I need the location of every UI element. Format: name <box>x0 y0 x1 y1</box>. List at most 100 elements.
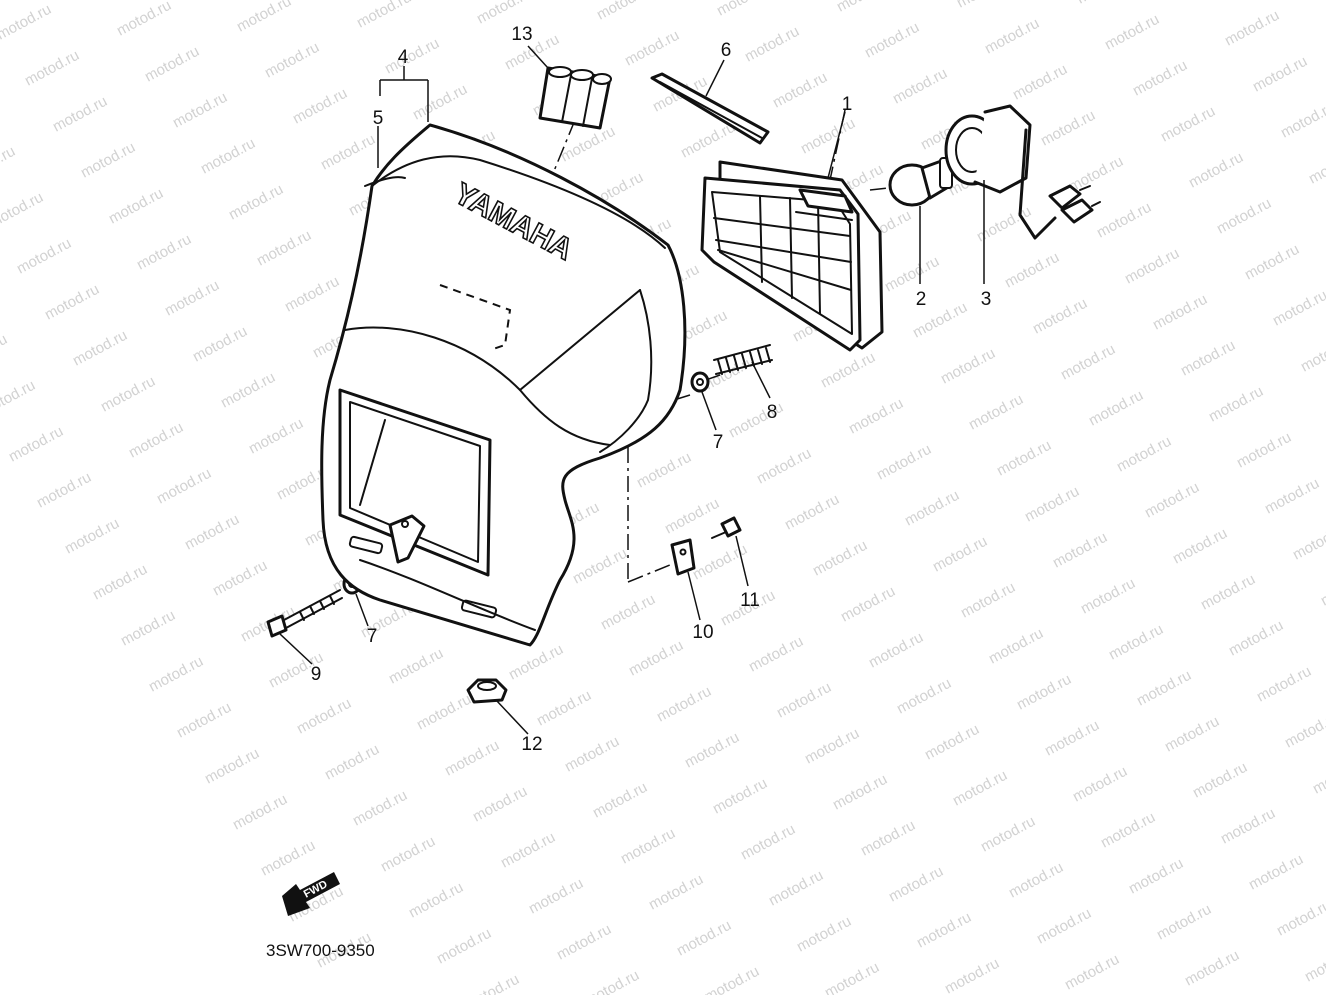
headlight-lens-grid <box>713 195 853 315</box>
watermark-text: motod.ru <box>1306 145 1326 188</box>
watermark-text: motod.ru <box>1290 521 1326 564</box>
watermark-text: motod.ru <box>62 515 122 558</box>
watermark-text: motod.ru <box>1058 341 1118 384</box>
part-11-screw <box>711 516 742 539</box>
watermark-text: motod.ru <box>22 47 82 90</box>
watermark-text: motod.ru <box>558 123 618 166</box>
part-10-nut-plate <box>670 538 696 576</box>
callout-9: 9 <box>311 664 322 685</box>
watermark-text: motod.ru <box>42 281 102 324</box>
watermark-text: motod.ru <box>838 583 898 626</box>
watermark-text: motod.ru <box>1126 855 1186 898</box>
watermark-text: motod.ru <box>410 81 470 124</box>
watermark-text: motod.ru <box>1218 805 1278 848</box>
watermark-text: motod.ru <box>862 19 922 62</box>
watermark-text: motod.ru <box>198 135 258 178</box>
watermark-text: motod.ru <box>654 683 714 726</box>
watermark-text: motod.ru <box>382 35 442 78</box>
watermark-text: motod.ru <box>594 0 654 24</box>
watermark-text: motod.ru <box>202 745 262 788</box>
watermark-text: motod.ru <box>6 423 66 466</box>
watermark-text: motod.ru <box>1158 103 1218 146</box>
watermark-text: motod.ru <box>442 737 502 780</box>
watermark-text: motod.ru <box>190 323 250 366</box>
callout-3: 3 <box>981 289 992 310</box>
watermark-text: motod.ru <box>1078 575 1138 618</box>
watermark-text: motod.ru <box>1102 11 1162 54</box>
watermark-text: motod.ru <box>1022 483 1082 526</box>
watermark-text: motod.ru <box>162 277 222 320</box>
watermark-text: motod.ru <box>318 131 378 174</box>
watermark-text: motod.ru <box>982 15 1042 58</box>
watermark-text: motod.ru <box>106 185 166 228</box>
watermark-text: motod.ru <box>1034 905 1094 948</box>
watermark-text: motod.ru <box>534 687 594 730</box>
watermark-text: motod.ru <box>1150 291 1210 334</box>
watermark-text: motod.ru <box>1162 713 1222 756</box>
watermark-text: motod.ru <box>966 391 1026 434</box>
part-6-seal-strip <box>650 72 770 145</box>
watermark-text: motod.ru <box>406 879 466 922</box>
watermark-text: motod.ru <box>470 783 530 826</box>
watermark-text: motod.ru <box>1010 61 1070 104</box>
watermark-text: motod.ru <box>930 533 990 576</box>
watermark-text: motod.ru <box>174 699 234 742</box>
watermark-text: motod.ru <box>886 863 946 906</box>
watermark-text: motod.ru <box>0 1 54 44</box>
watermark-text: motod.ru <box>986 625 1046 668</box>
watermark-text: motod.ru <box>154 465 214 508</box>
watermark-text: motod.ru <box>902 487 962 530</box>
watermark-text: motod.ru <box>354 0 414 32</box>
watermark-text: motod.ru <box>1006 859 1066 902</box>
watermark-text: motod.ru <box>582 967 642 995</box>
part-7-collar-upper <box>690 371 710 393</box>
watermark-text: motod.ru <box>1086 387 1146 430</box>
watermark-text: motod.ru <box>634 449 694 492</box>
watermark-text: motod.ru <box>434 925 494 968</box>
watermark-text: motod.ru <box>822 959 882 995</box>
watermark-text: motod.ru <box>1042 717 1102 760</box>
watermark-text: motod.ru <box>1178 337 1238 380</box>
watermark-text: motod.ru <box>858 817 918 860</box>
watermark-text: motod.ru <box>126 419 186 462</box>
watermark-text: motod.ru <box>590 779 650 822</box>
watermark-text: motod.ru <box>1222 7 1282 50</box>
watermark-text: motod.ru <box>1182 947 1242 990</box>
watermark-text: motod.ru <box>0 189 46 232</box>
watermark-text: motod.ru <box>90 561 150 604</box>
watermark-text: motod.ru <box>1114 433 1174 476</box>
watermark-text: motod.ru <box>1030 295 1090 338</box>
watermark-text: motod.ru <box>210 557 270 600</box>
watermark-text: motod.ru <box>230 791 290 834</box>
watermark-text: motod.ru <box>622 27 682 70</box>
callout-10: 10 <box>692 622 713 643</box>
watermark-text: motod.ru <box>1214 195 1274 238</box>
watermark-text: motod.ru <box>1142 479 1202 522</box>
watermark-text: motod.ru <box>234 0 294 36</box>
watermark-text: motod.ru <box>662 495 722 538</box>
watermark-text: motod.ru <box>1310 755 1326 798</box>
diagram-code: 3SW700-9350 <box>266 941 375 960</box>
watermark-text: motod.ru <box>830 771 890 814</box>
watermark-text: motod.ru <box>1254 663 1314 706</box>
watermark-text: motod.ru <box>282 273 342 316</box>
watermark-text: motod.ru <box>770 69 830 112</box>
watermark-text: motod.ru <box>1014 671 1074 714</box>
watermark-text: motod.ru <box>782 491 842 534</box>
watermark-text: motod.ru <box>78 139 138 182</box>
watermark-text: motod.ru <box>1098 809 1158 852</box>
watermark-text: motod.ru <box>818 349 878 392</box>
callout-4: 4 <box>398 47 409 68</box>
watermark-text: motod.ru <box>462 971 522 995</box>
watermark-text: motod.ru <box>0 143 18 186</box>
watermark-text: motod.ru <box>1062 951 1122 994</box>
watermark-text: motod.ru <box>1274 897 1326 940</box>
watermark-text: motod.ru <box>218 369 278 412</box>
watermark-text: motod.ru <box>894 675 954 718</box>
watermark-text: motod.ru <box>1038 107 1098 150</box>
callout-12: 12 <box>521 734 542 755</box>
watermark-text: motod.ru <box>498 829 558 872</box>
watermark-text: motod.ru <box>226 181 286 224</box>
watermark-text: motod.ru <box>798 115 858 158</box>
watermark-text: motod.ru <box>1134 667 1194 710</box>
